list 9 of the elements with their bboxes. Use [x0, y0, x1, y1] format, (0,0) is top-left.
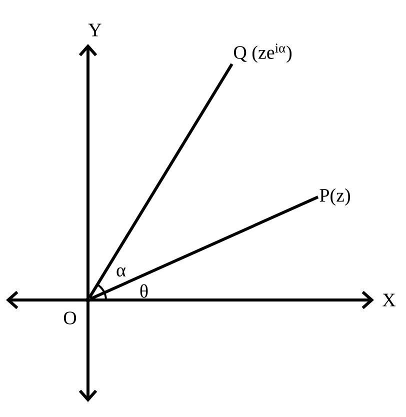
origin-label: O	[64, 312, 76, 324]
angle-label: θ	[140, 284, 148, 298]
ray	[88, 63, 234, 298]
axis-label: Y	[88, 24, 102, 36]
point-label: P(z)	[320, 188, 350, 206]
angle-label: α	[116, 267, 126, 277]
point-label: Q (ze$^{iα}$)	[234, 44, 292, 63]
axis-label: X	[382, 294, 396, 306]
ray	[90, 196, 319, 300]
